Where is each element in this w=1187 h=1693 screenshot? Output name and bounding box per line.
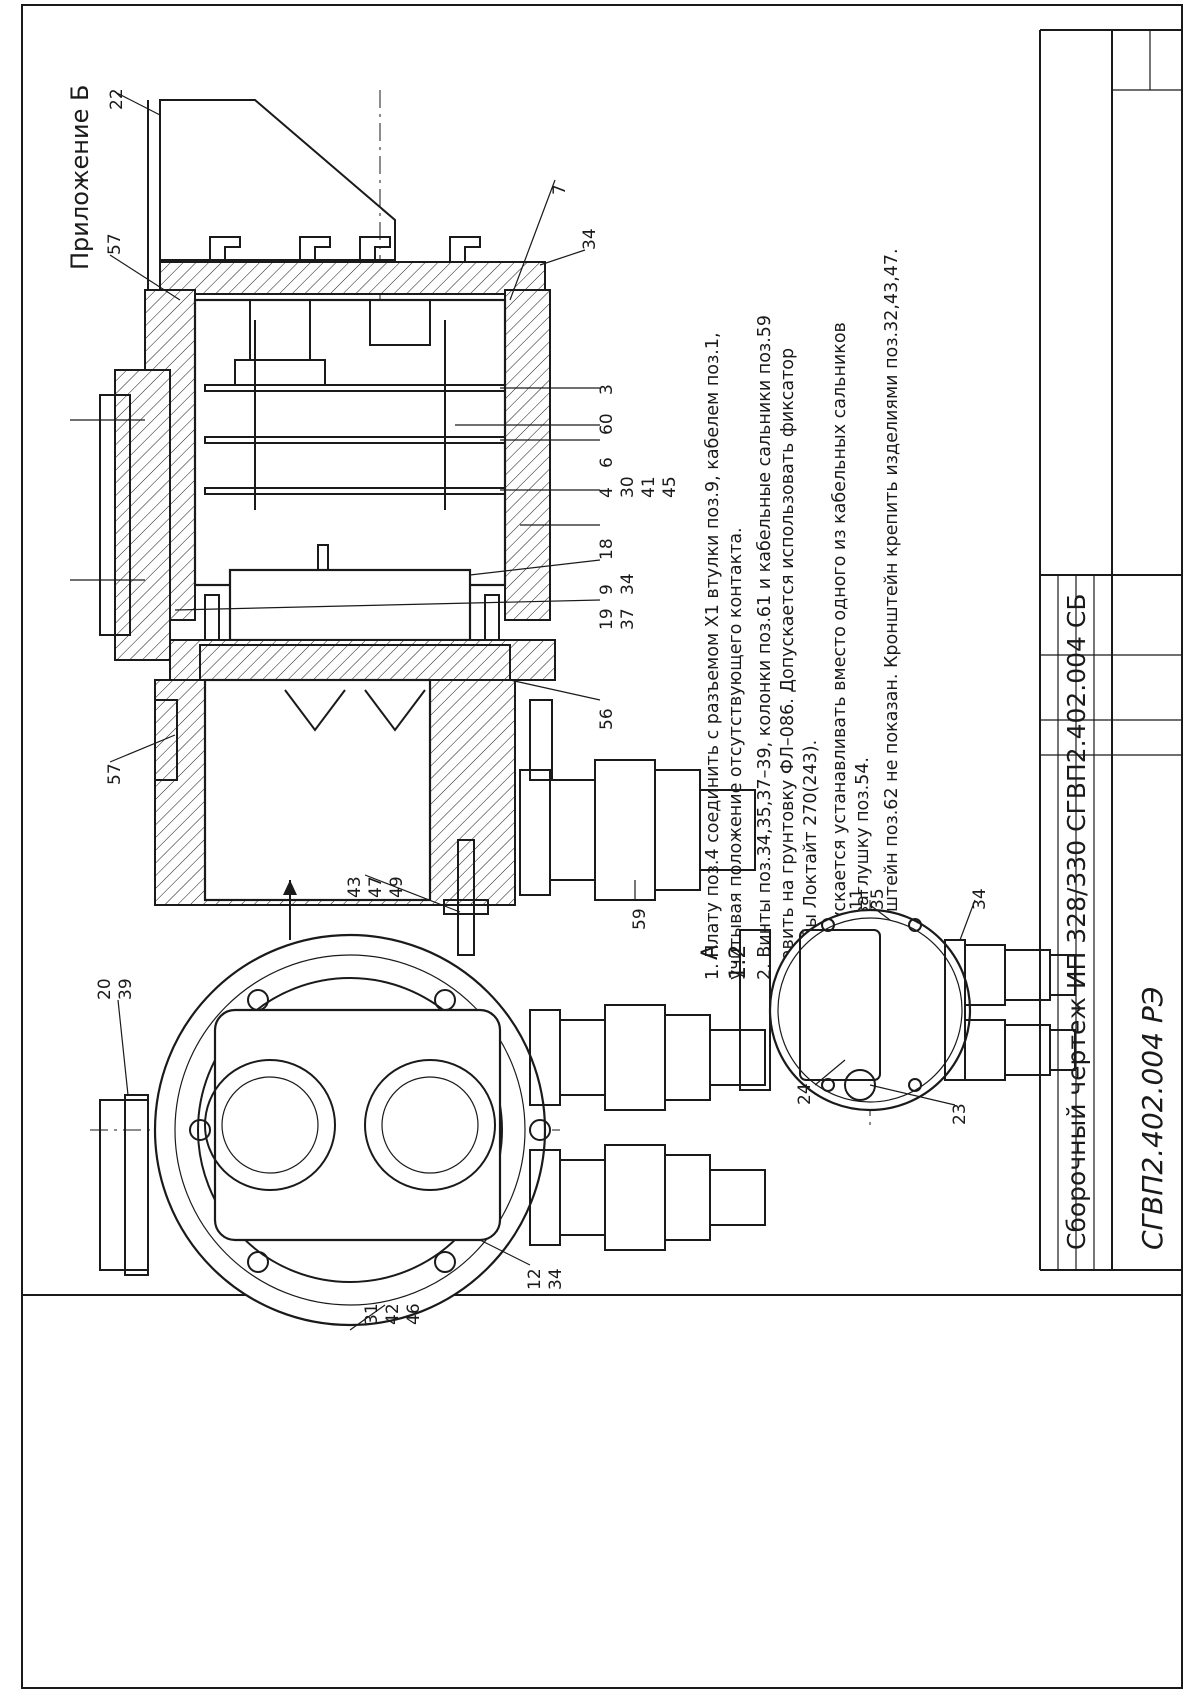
label-pos-35: 35 xyxy=(868,888,888,910)
label-pos-42: 42 xyxy=(383,1303,403,1325)
title-block xyxy=(1039,29,1182,1271)
view-a: А 1:2 xyxy=(698,900,1076,1130)
label-pos-3: 3 xyxy=(597,384,617,395)
label-pos-34-front: 34 xyxy=(546,1268,566,1290)
note-line: резьбы Локтайт 270(243). xyxy=(801,740,821,980)
label-pos-4: 4 xyxy=(597,487,617,498)
label-pos-24: 24 xyxy=(795,1083,815,1105)
label-pos-20: 20 xyxy=(95,978,115,1000)
label-pos-49: 49 xyxy=(387,876,407,898)
view-scale: 1:2 xyxy=(726,945,751,980)
label-pos-60: 60 xyxy=(597,413,617,435)
label-pos-41: 41 xyxy=(639,476,659,498)
inner-frame xyxy=(21,4,1183,1296)
technical-notes: 1. Плату поз.4 соединить с разъемом Х1 в… xyxy=(703,248,902,980)
label-pos-6: 6 xyxy=(597,457,617,468)
label-pos-59: 59 xyxy=(630,908,650,930)
note-line: 3. Допускается устанавливать вместо одно… xyxy=(830,322,850,980)
label-pos-45: 45 xyxy=(660,476,680,498)
section-view: А xyxy=(70,90,756,965)
note-line: 4. Кронштейн поз.62 не показан. Кронштей… xyxy=(882,248,902,980)
appendix-label: Приложение Б xyxy=(66,85,94,270)
label-pos-46: 46 xyxy=(404,1303,424,1325)
label-pos-11: 11 xyxy=(847,888,867,910)
label-pos-37: 37 xyxy=(618,608,638,630)
label-pos-34-top: 34 xyxy=(580,228,600,250)
front-view xyxy=(90,933,766,1327)
note-line: 2. Винты поз.34,35,37–39, колонки поз.61… xyxy=(755,315,775,980)
label-pos-23: 23 xyxy=(950,1103,970,1125)
label-pos-39: 39 xyxy=(116,978,136,1000)
label-pos-57-top: 57 xyxy=(105,233,125,255)
position-labels: 22 57 7 34 3 60 6 4 30 41 45 18 9 34 19 … xyxy=(95,88,990,1325)
label-pos-22: 22 xyxy=(107,88,127,110)
label-pos-56: 56 xyxy=(597,708,617,730)
drawing-title: Сборочный чертеж ИП 328/330 СГВП2.402.00… xyxy=(1062,593,1091,1250)
note-line: 1. Плату поз.4 соединить с разъемом Х1 в… xyxy=(703,332,723,980)
note-line: учитывая положение отсутствующего контак… xyxy=(726,527,746,980)
label-pos-18: 18 xyxy=(597,538,617,560)
label-pos-43: 43 xyxy=(345,876,365,898)
label-pos-12: 12 xyxy=(525,1268,545,1290)
label-pos-34-viewa: 34 xyxy=(970,888,990,910)
label-pos-30: 30 xyxy=(618,476,638,498)
label-pos-47: 47 xyxy=(366,876,386,898)
view-label: А xyxy=(698,945,723,960)
label-pos-31: 31 xyxy=(362,1303,382,1325)
note-line: ставить на грунтовку ФЛ–086. Допускается… xyxy=(778,348,798,980)
label-pos-57-bottom: 57 xyxy=(105,763,125,785)
label-pos-9: 9 xyxy=(597,584,617,595)
document-code: СГВП2.402.004 РЭ xyxy=(1136,987,1169,1250)
label-pos-19: 19 xyxy=(597,608,617,630)
label-pos-34-mid: 34 xyxy=(618,573,638,595)
label-pos-7: 7 xyxy=(550,184,570,195)
leader-lines xyxy=(109,91,976,1331)
